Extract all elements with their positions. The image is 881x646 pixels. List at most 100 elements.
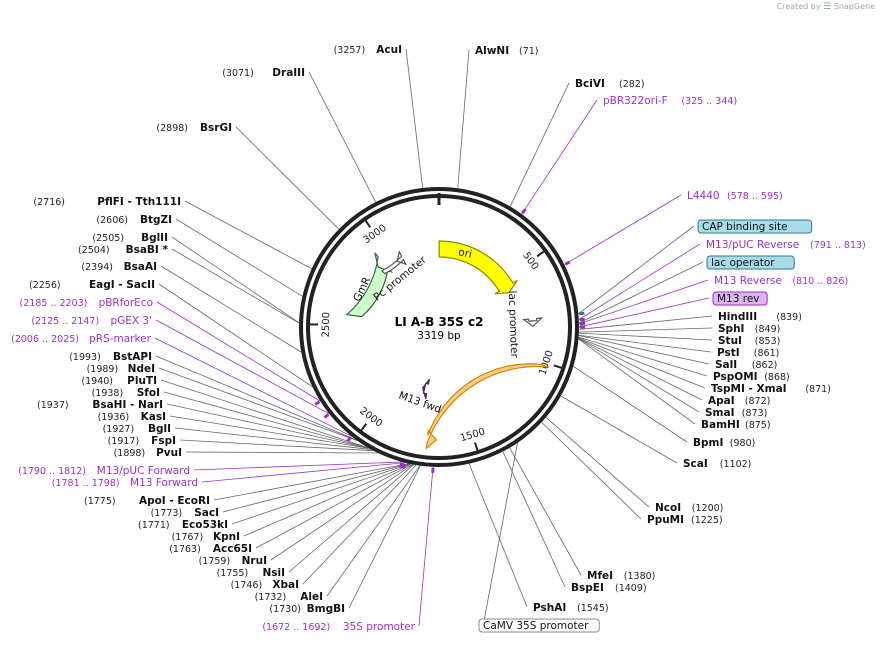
label-name: pGEX 3' xyxy=(110,315,152,327)
label-name: MfeI xyxy=(587,570,613,582)
label-name: KasI xyxy=(141,411,166,423)
label-name: PluTI xyxy=(127,375,157,387)
leader-line xyxy=(156,301,321,402)
label-position: (1732) xyxy=(255,592,287,603)
lac-promoter-label: lac promoter xyxy=(506,290,521,358)
pbr322ori-f-label: pBR322ori-F(325 .. 344) xyxy=(603,95,737,107)
label-name: DraIII xyxy=(272,67,305,79)
leader-line xyxy=(578,338,700,413)
label-name: XbaI xyxy=(272,579,299,591)
ppumi-label: PpuMI (1225) xyxy=(647,514,723,526)
leader-line xyxy=(457,49,470,189)
leader-line xyxy=(235,126,340,230)
label-name: NsiI xyxy=(262,567,285,579)
label-position: (2504) xyxy=(78,245,110,256)
ndei-label: NdeI(1989) xyxy=(87,363,155,375)
label-name: PstI xyxy=(717,347,740,359)
bgli-label: BglI(1927) xyxy=(103,423,171,435)
credit: Created by ☰ SnapGene xyxy=(777,2,875,12)
leader-line xyxy=(158,367,358,442)
apai-label: ApaI(872) xyxy=(708,395,770,407)
nsii-label: NsiI(1755) xyxy=(217,567,285,579)
leader-line xyxy=(158,283,313,388)
label-position: (3071) xyxy=(222,68,254,79)
label-position: (873) xyxy=(742,408,768,419)
label-text: lac operator xyxy=(711,257,775,269)
leader-line xyxy=(166,403,369,449)
l4440-label: L4440(578 .. 595) xyxy=(687,190,783,202)
leader-line xyxy=(326,465,421,597)
label-position: (2606) xyxy=(96,215,128,226)
leader-line xyxy=(201,462,405,483)
label-name: PpuMI xyxy=(647,514,684,526)
label-position: (839) xyxy=(776,312,802,323)
ori-label: ori xyxy=(457,246,473,261)
plasmid-size: 3319 bp xyxy=(417,330,461,342)
leader-line xyxy=(222,463,410,513)
leader-line xyxy=(578,261,704,324)
label-name: PspOMI xyxy=(713,371,758,383)
label-position: (1225) xyxy=(691,515,723,526)
alei-label: AleI(1732) xyxy=(255,591,323,603)
label-name: 35S promoter xyxy=(343,621,416,633)
hindiii-label: HindIII(839) xyxy=(718,311,802,323)
label-name: AcuI xyxy=(376,44,402,56)
label-name: BsaHI - NarI xyxy=(92,399,163,411)
backbone xyxy=(299,187,579,467)
label-name: PvuI xyxy=(156,447,182,459)
bamhi-label: BamHI(875) xyxy=(701,419,771,431)
label-name: pBR322ori-F xyxy=(603,95,668,107)
label-name: BstAPI xyxy=(113,351,152,363)
label-position: (2125 .. 2147) xyxy=(31,316,99,327)
label-name: StuI xyxy=(718,335,742,347)
eagi-sacii-label: EagI - SacII(2256) xyxy=(29,279,155,291)
snapgene-logo: ☰ xyxy=(823,2,832,12)
acui-label: AcuI(3257) xyxy=(334,44,402,56)
label-position: (868) xyxy=(764,372,790,383)
leader-line xyxy=(545,416,650,508)
label-position: (1937) xyxy=(37,400,69,411)
35s-promoter-label: 35S promoter(1672 .. 1692) xyxy=(262,621,415,633)
leader-line xyxy=(509,447,582,576)
bsabi-label: BsaBI * (2504) xyxy=(78,244,168,256)
btgzi-label: BtgZI(2606) xyxy=(96,214,172,226)
label-position: (2898) xyxy=(156,123,188,134)
kpni-label: KpnI(1767) xyxy=(172,531,240,543)
credit-prefix: Created by xyxy=(776,2,821,11)
label-name: BmgBI xyxy=(307,603,345,615)
label-name: SalI xyxy=(715,359,737,371)
leader-line xyxy=(348,465,421,609)
label-name: TspMI - XmaI xyxy=(711,383,787,395)
label-name: BsaBI * xyxy=(126,244,169,256)
label-position: (1940) xyxy=(81,376,113,387)
label-name: BpmI xyxy=(693,437,723,449)
label-name: PflFI - Tth111I xyxy=(97,196,181,208)
ruler-tick-mark xyxy=(536,250,545,258)
leader-line xyxy=(578,337,706,389)
stui-label: StuI(853) xyxy=(718,335,780,347)
m13-fwd-label: M13 fwd xyxy=(397,389,443,416)
saci-label: SacI(1773) xyxy=(151,507,219,519)
label-name: M13/pUC Reverse xyxy=(706,239,799,251)
bsahi-nari-label: BsaHI - NarI (1937) xyxy=(37,399,163,411)
label-position: (1200) xyxy=(692,503,724,514)
label-name: EagI - SacII xyxy=(89,279,155,291)
camv-35s-promoter-label: CaMV 35S promoter xyxy=(478,618,600,633)
leader-line xyxy=(405,48,424,189)
feature-site-marker xyxy=(314,400,321,406)
leader-line xyxy=(174,427,372,450)
label-position: (1771) xyxy=(138,520,170,531)
pluti-label: PluTI (1940) xyxy=(81,375,157,387)
leader-line xyxy=(509,82,570,207)
label-position: (2716) xyxy=(33,197,65,208)
bcivi-label: BciVI(282) xyxy=(575,78,645,90)
alwni-label: AlwNI(71) xyxy=(475,45,539,57)
leader-line xyxy=(155,355,357,441)
apoi-ecori-label: ApoI - EcoRI(1775) xyxy=(84,495,210,507)
label-name: BglI xyxy=(148,423,171,435)
leader-line xyxy=(521,99,598,215)
m13-forward-label: M13 Forward(1781 .. 1798) xyxy=(52,477,198,489)
label-position: (1763) xyxy=(169,544,201,555)
pflfi-tth111i-label: PflFI - Tth111I (2716) xyxy=(33,196,181,208)
pvui-label: PvuI(1898) xyxy=(114,447,182,459)
